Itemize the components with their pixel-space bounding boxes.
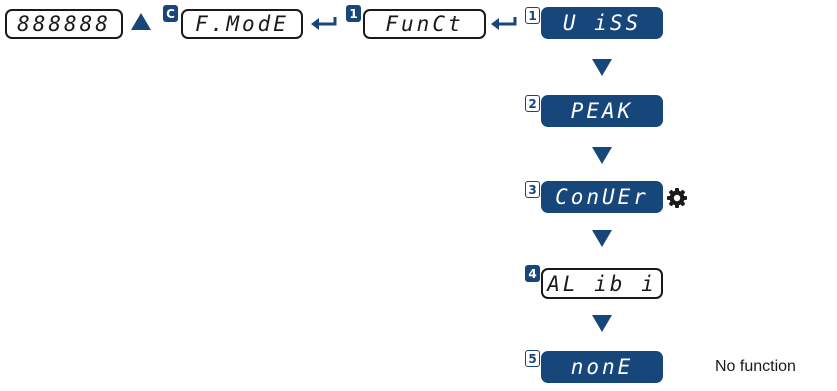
up-arrow-icon [131, 13, 151, 30]
down-arrow-icon [592, 230, 612, 247]
option-1-badge: 1 [525, 7, 540, 24]
display-funct: FunCt [363, 9, 486, 39]
option-3-display: ConUEr [541, 181, 663, 213]
option-5-display: nonE [541, 351, 663, 383]
option-5-note: No function [715, 358, 796, 375]
display-fmode: F.ModE [181, 9, 303, 39]
enter-arrow-icon [311, 17, 337, 30]
option-4-badge: 4 [525, 265, 540, 282]
option-2-badge: 2 [525, 95, 540, 112]
display-all-segments: 888888 [5, 9, 123, 39]
option-5-badge: 5 [525, 350, 540, 367]
down-arrow-icon [592, 59, 612, 76]
option-3-badge: 3 [525, 181, 540, 198]
enter-arrow-icon [491, 17, 517, 30]
gear-icon [667, 188, 687, 208]
step-1-badge: 1 [346, 5, 361, 22]
option-2-display: PEAK [541, 95, 663, 127]
step-c-badge: C [163, 5, 178, 22]
option-1-display: U iSS [541, 7, 663, 39]
down-arrow-icon [592, 147, 612, 164]
option-4-display: AL ib i [541, 268, 663, 299]
down-arrow-icon [592, 315, 612, 332]
